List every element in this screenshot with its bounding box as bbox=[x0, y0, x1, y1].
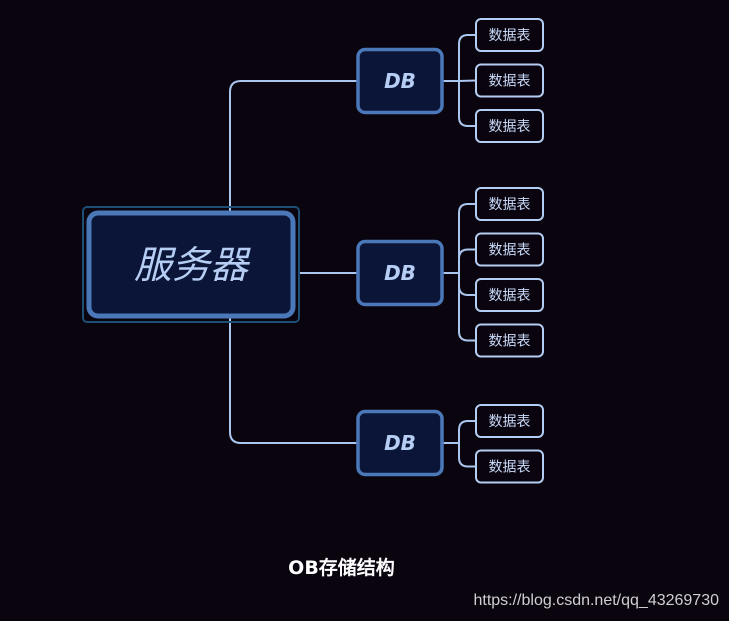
connector-db-2-table-3 bbox=[458, 273, 476, 296]
db-node-label: DB bbox=[384, 431, 416, 455]
table-node-label: 数据表 bbox=[489, 119, 531, 135]
table-node[interactable]: 数据表 bbox=[475, 18, 544, 52]
db-node-label: DB bbox=[384, 261, 416, 285]
table-node-label: 数据表 bbox=[489, 28, 531, 44]
db-node-box bbox=[356, 409, 444, 477]
table-node-label: 数据表 bbox=[489, 243, 531, 259]
db-node-box bbox=[356, 47, 444, 115]
connector-db-2-table-2 bbox=[458, 248, 476, 273]
table-node-label: 数据表 bbox=[489, 288, 531, 304]
connector-db-2-table-1 bbox=[458, 203, 476, 273]
connector-db-1-table-1 bbox=[458, 34, 476, 81]
db-2-connectors bbox=[442, 203, 476, 342]
table-node-label: 数据表 bbox=[489, 74, 531, 90]
connector-db-1-table-3 bbox=[458, 81, 476, 127]
table-node-box bbox=[475, 187, 544, 221]
table-node-label: 数据表 bbox=[489, 197, 531, 213]
table-node-box bbox=[475, 109, 544, 143]
table-node[interactable]: 数据表 bbox=[475, 278, 544, 312]
diagram-caption: OB存储结构 bbox=[288, 557, 395, 579]
root-connectors bbox=[229, 80, 358, 444]
table-node-box bbox=[475, 232, 544, 267]
table-node[interactable]: 数据表 bbox=[475, 449, 544, 484]
connector-db-2-table-4 bbox=[458, 273, 476, 342]
db-node-3[interactable]: DB bbox=[356, 409, 444, 477]
table-node-box bbox=[475, 323, 544, 358]
table-node[interactable]: 数据表 bbox=[475, 404, 544, 438]
table-node-box bbox=[475, 404, 544, 438]
connector-db-3-table-2 bbox=[458, 443, 476, 468]
db-1-connectors bbox=[442, 34, 477, 127]
db-node-2[interactable]: DB bbox=[356, 239, 444, 307]
root-node-label: 服务器 bbox=[134, 243, 251, 287]
connector-db-1-table-2 bbox=[458, 79, 477, 82]
table-node-label: 数据表 bbox=[489, 334, 531, 350]
root-node-outline bbox=[82, 206, 300, 323]
connector-root-db-1 bbox=[229, 80, 358, 212]
table-node-label: 数据表 bbox=[489, 414, 531, 430]
table-node-box bbox=[475, 449, 544, 484]
root-node-box bbox=[86, 210, 296, 319]
table-node-box bbox=[475, 278, 544, 312]
db-3-connectors bbox=[442, 420, 476, 468]
root-node[interactable]: 服务器 bbox=[82, 206, 300, 323]
db-node-1[interactable]: DB bbox=[356, 47, 444, 115]
table-node-box bbox=[475, 63, 544, 98]
connector-root-db-3 bbox=[229, 318, 358, 444]
table-node-box bbox=[475, 18, 544, 52]
table-node[interactable]: 数据表 bbox=[475, 187, 544, 221]
table-node-label: 数据表 bbox=[489, 460, 531, 476]
table-node[interactable]: 数据表 bbox=[475, 63, 544, 98]
table-node[interactable]: 数据表 bbox=[475, 232, 544, 267]
table-node[interactable]: 数据表 bbox=[475, 109, 544, 143]
table-node[interactable]: 数据表 bbox=[475, 323, 544, 358]
db-node-box bbox=[356, 239, 444, 307]
db-node-label: DB bbox=[384, 69, 416, 93]
connector-db-3-table-1 bbox=[458, 420, 476, 443]
watermark-url: https://blog.csdn.net/qq_43269730 bbox=[473, 592, 719, 609]
